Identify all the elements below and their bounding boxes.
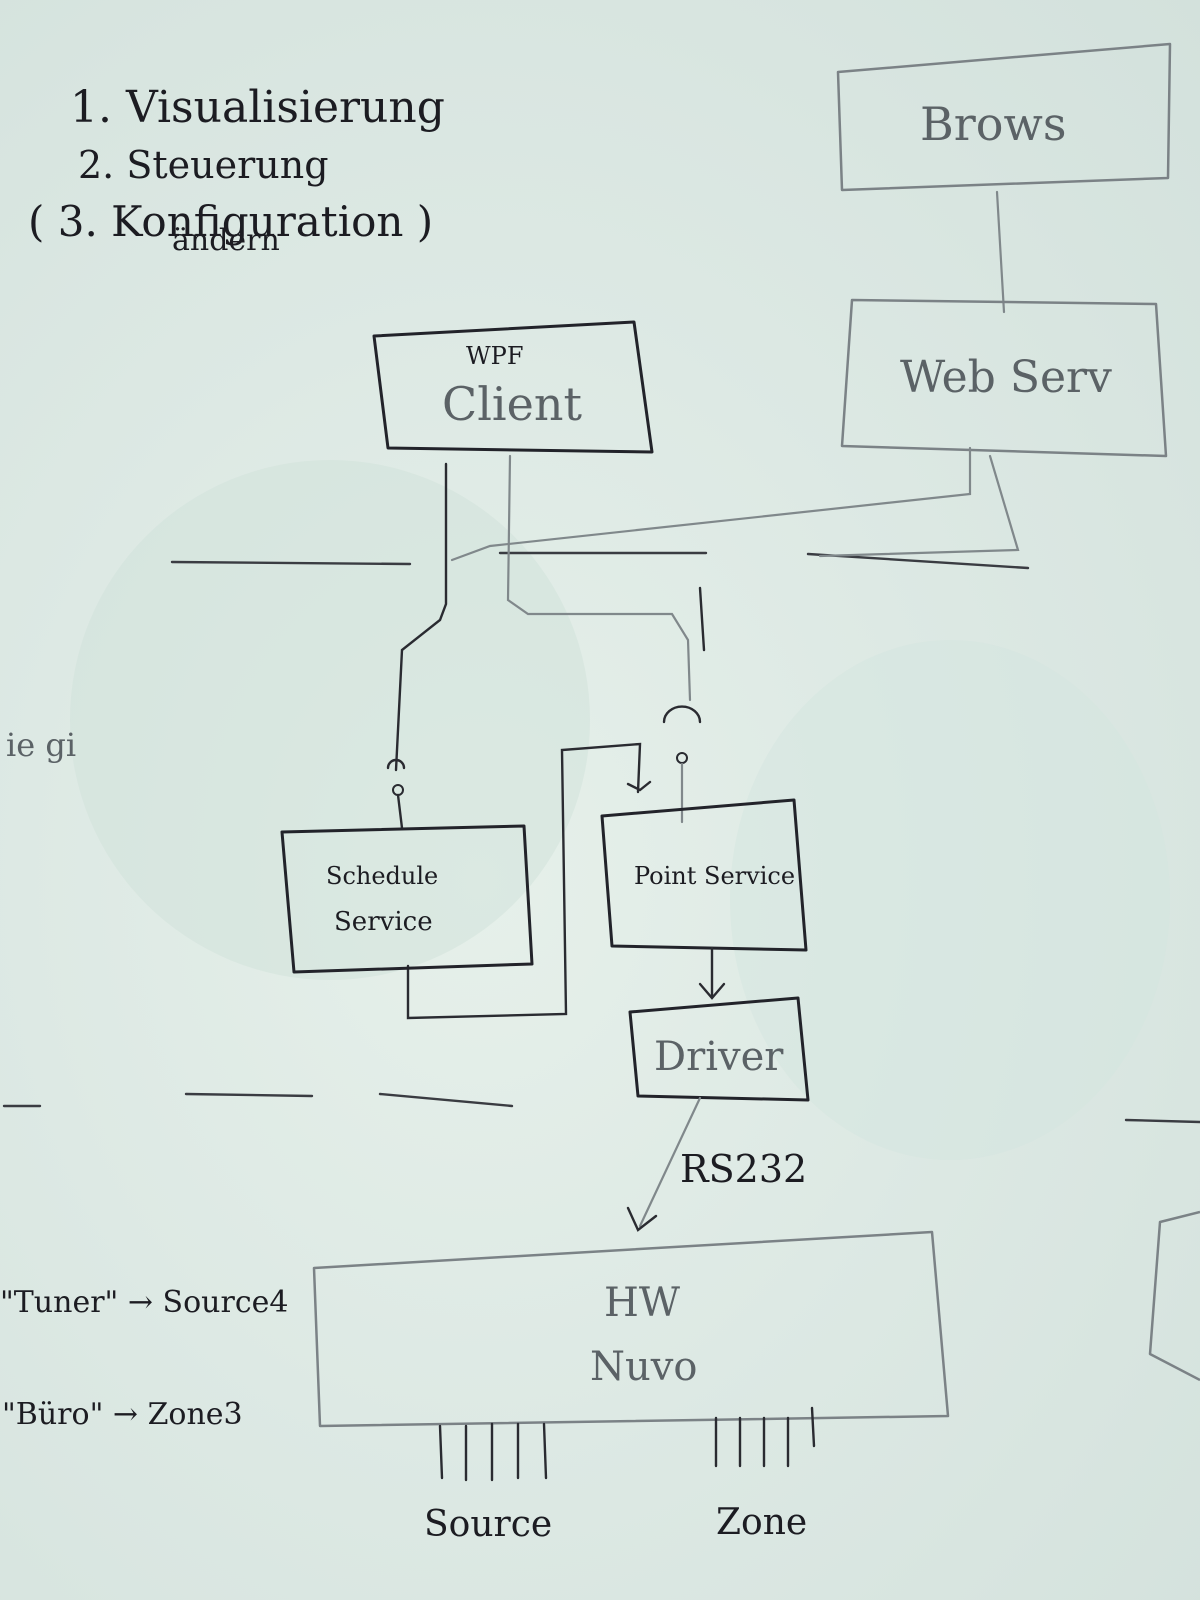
zone-label: Zone [716, 1502, 807, 1543]
source-label: Source [424, 1504, 552, 1545]
service-label: Service [334, 907, 433, 937]
smudge [70, 460, 590, 980]
driver-box [628, 996, 810, 1102]
point-service-label: Point Service [634, 862, 795, 890]
partial-note: ie gi [6, 726, 76, 764]
rs232-label: RS232 [680, 1147, 807, 1191]
note-konfiguration: ( 3. Konfiguration ) [28, 197, 433, 246]
smudge [730, 640, 1170, 1160]
buero-mapping-note: "Büro" → Zone3 [2, 1397, 243, 1432]
note-visualisierung: 1. Visualisierung [70, 82, 445, 133]
layer-separator [378, 1092, 514, 1108]
lollipop-icon [676, 752, 688, 764]
browser-box [836, 42, 1172, 192]
arrowhead-icon [698, 982, 726, 1000]
arrowhead-icon [626, 1206, 658, 1232]
arrowhead-icon [626, 780, 652, 792]
client-label: Client [442, 377, 582, 431]
point-link [698, 586, 706, 652]
hw-label: HW [604, 1280, 680, 1326]
browser-webserver-link [995, 190, 1006, 314]
wpf-client-box [372, 320, 654, 454]
socket-icon [386, 758, 406, 770]
socket-icon [662, 705, 702, 724]
zone-ports [714, 1406, 816, 1468]
webserver-connector [818, 454, 1020, 558]
client-schedule-connector [394, 462, 448, 772]
webserver-connector [450, 446, 972, 562]
note-steuerung: 2. Steuerung [78, 143, 329, 187]
rs232-connector [638, 1096, 702, 1228]
schedule-point-connector [406, 742, 642, 1020]
partial-box-right [1148, 1210, 1200, 1382]
nuvo-label: Nuvo [590, 1344, 697, 1390]
hw-nuvo-box [312, 1230, 950, 1428]
schedule-service-box [280, 824, 534, 974]
note-aendern: ändern [172, 223, 280, 258]
driver-label: Driver [654, 1034, 784, 1080]
point-service-box [600, 798, 808, 952]
source-ports [438, 1422, 548, 1482]
wpf-label: WPF [466, 342, 523, 370]
schedule-interface-stem [396, 793, 404, 830]
tuner-mapping-note: "Tuner" → Source4 [0, 1285, 288, 1320]
webserver-label: Web Serv [900, 352, 1112, 403]
schedule-label: Schedule [326, 862, 438, 890]
layer-separator [184, 1092, 314, 1098]
webserver-box [840, 298, 1168, 458]
layer-separator [1124, 1118, 1200, 1124]
browser-label: Brows [920, 97, 1066, 151]
client-point-connector [506, 454, 692, 702]
layer-separator [170, 560, 412, 566]
